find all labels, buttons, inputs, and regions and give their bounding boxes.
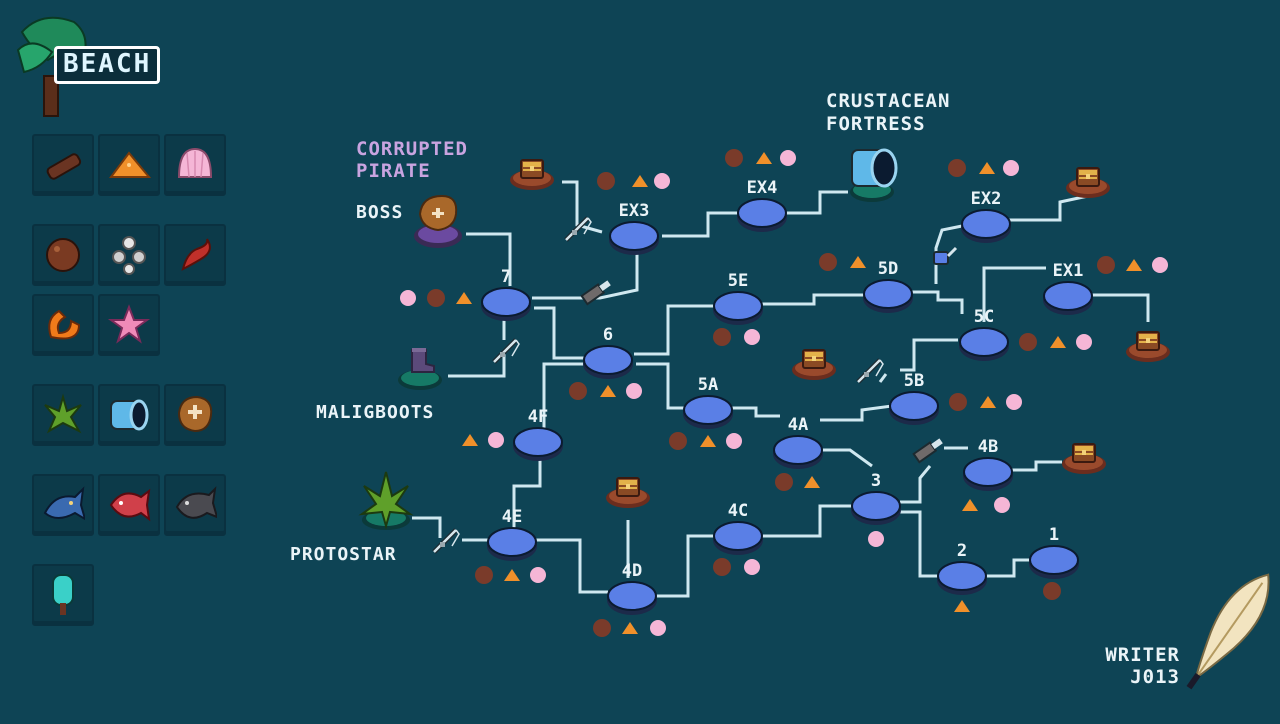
- knife-icon[interactable]: [580, 279, 612, 306]
- sack-icon: [177, 395, 213, 433]
- treasure-chest-icon[interactable]: [1125, 331, 1171, 363]
- corrupted-pirate-label: CORRUPTED PIRATE: [356, 138, 468, 182]
- area-title: BEACH: [54, 46, 161, 84]
- crustacean-fortress-label: CRUSTACEAN FORTRESS: [826, 90, 951, 135]
- inventory-slot[interactable]: [164, 474, 226, 536]
- treasure-chest-icon[interactable]: [791, 349, 837, 381]
- level-node-label: 5B: [904, 371, 924, 391]
- level-node-label: 4A: [788, 415, 808, 435]
- level-node-7[interactable]: 7: [481, 267, 531, 321]
- treasure-chest-icon[interactable]: [1065, 167, 1111, 199]
- blue-fish-icon: [43, 486, 85, 521]
- inventory-slot[interactable]: [164, 134, 226, 196]
- watering-can-icon[interactable]: [933, 246, 958, 265]
- seaweed-star-icon: [44, 393, 82, 434]
- level-node-label: 2: [957, 541, 967, 561]
- level-node-3[interactable]: 3: [851, 471, 901, 525]
- reward-icons: [400, 149, 1168, 637]
- level-node-5c[interactable]: 5C: [959, 307, 1009, 361]
- treasure-chest-icon[interactable]: [1061, 443, 1107, 475]
- level-node-4f[interactable]: 4F: [513, 407, 563, 461]
- level-node-label: 5C: [974, 307, 994, 327]
- fishing-rod-icon[interactable]: [858, 360, 883, 382]
- knife-icon[interactable]: [912, 437, 944, 464]
- level-node-ex1[interactable]: EX1: [1043, 261, 1093, 315]
- inventory-slot[interactable]: [98, 474, 160, 536]
- protostar-label: PROTOSTAR: [290, 544, 397, 565]
- level-node-label: 4B: [978, 437, 998, 457]
- level-node-label: EX4: [747, 178, 778, 198]
- level-node-5e[interactable]: 5E: [713, 271, 763, 325]
- level-node-5b[interactable]: 5B: [889, 371, 939, 425]
- level-node-label: EX3: [619, 201, 650, 221]
- level-node-2[interactable]: 2: [937, 541, 987, 595]
- level-node-label: 5A: [698, 375, 718, 395]
- level-node-4b[interactable]: 4B: [963, 437, 1013, 491]
- coconut-icon: [46, 238, 80, 272]
- claw-icon: [48, 309, 81, 340]
- blue-tube-icon: [110, 399, 149, 431]
- crustacean-fortress-icon[interactable]: [850, 148, 898, 202]
- seashell-icon: [177, 147, 213, 178]
- level-node-label: 7: [501, 267, 511, 287]
- level-node-ex2[interactable]: EX2: [961, 189, 1011, 243]
- level-node-5d[interactable]: 5D: [863, 259, 913, 313]
- inventory-slot[interactable]: [164, 384, 226, 446]
- level-node-label: 5D: [878, 259, 898, 279]
- inventory-slot[interactable]: [32, 474, 94, 536]
- map-paths: [412, 180, 1150, 598]
- level-node-1[interactable]: 1: [1029, 525, 1079, 579]
- maligboots-label: MALIGBOOTS: [316, 402, 435, 423]
- level-node-label: 1: [1049, 525, 1059, 545]
- inventory-slot[interactable]: [32, 384, 94, 446]
- level-node-ex4[interactable]: EX4: [737, 178, 787, 232]
- inventory-slot[interactable]: [98, 384, 160, 446]
- inventory-slot[interactable]: [98, 224, 160, 286]
- gray-fish-icon: [175, 486, 217, 519]
- inventory-slot[interactable]: [98, 294, 160, 356]
- red-kelp-icon: [181, 238, 211, 271]
- inventory-slot[interactable]: [32, 224, 94, 286]
- level-node-label: EX2: [971, 189, 1002, 209]
- quill-icon: [1186, 573, 1270, 690]
- level-node-label: 6: [603, 325, 613, 345]
- starfish-icon: [107, 304, 151, 344]
- level-node-label: 5E: [728, 271, 748, 291]
- level-node-4d[interactable]: 4D: [607, 561, 657, 615]
- inventory-slot[interactable]: [32, 134, 94, 196]
- level-node-5a[interactable]: 5A: [683, 375, 733, 429]
- level-node-4c[interactable]: 4C: [713, 501, 763, 555]
- level-node-label: 4F: [528, 407, 548, 427]
- inventory-slot[interactable]: [32, 294, 94, 356]
- treasure-chest-icon[interactable]: [605, 477, 651, 509]
- level-node-label: EX1: [1053, 261, 1084, 281]
- protostar-icon[interactable]: [358, 471, 414, 530]
- corrupted-pirate-boss-icon[interactable]: [414, 194, 462, 248]
- maligboots-icon[interactable]: [398, 347, 442, 390]
- inventory-slot[interactable]: [98, 134, 160, 196]
- boss-label: BOSS: [356, 202, 404, 223]
- level-node-4e[interactable]: 4E: [487, 507, 537, 561]
- level-node-label: 4D: [622, 561, 642, 581]
- driftwood-icon: [46, 153, 82, 180]
- treasure-chest-icon[interactable]: [509, 159, 555, 191]
- level-node-6[interactable]: 6: [583, 325, 633, 379]
- writer-credit: WRITER J013: [1105, 644, 1180, 688]
- level-node-4a[interactable]: 4A: [773, 415, 823, 469]
- red-fish-icon: [109, 488, 151, 522]
- popsicle-icon: [52, 574, 74, 615]
- pebbles-icon: [112, 236, 146, 275]
- level-node-ex3[interactable]: EX3: [609, 201, 659, 255]
- fishing-rod-icon[interactable]: [494, 340, 519, 362]
- fishing-rod-icon[interactable]: [434, 530, 459, 552]
- level-node-label: 4C: [728, 501, 748, 521]
- sand-pile-icon: [109, 151, 151, 178]
- inventory-slot[interactable]: [32, 564, 94, 626]
- inventory-slot[interactable]: [164, 224, 226, 286]
- level-node-label: 3: [871, 471, 881, 491]
- level-node-label: 4E: [502, 507, 522, 527]
